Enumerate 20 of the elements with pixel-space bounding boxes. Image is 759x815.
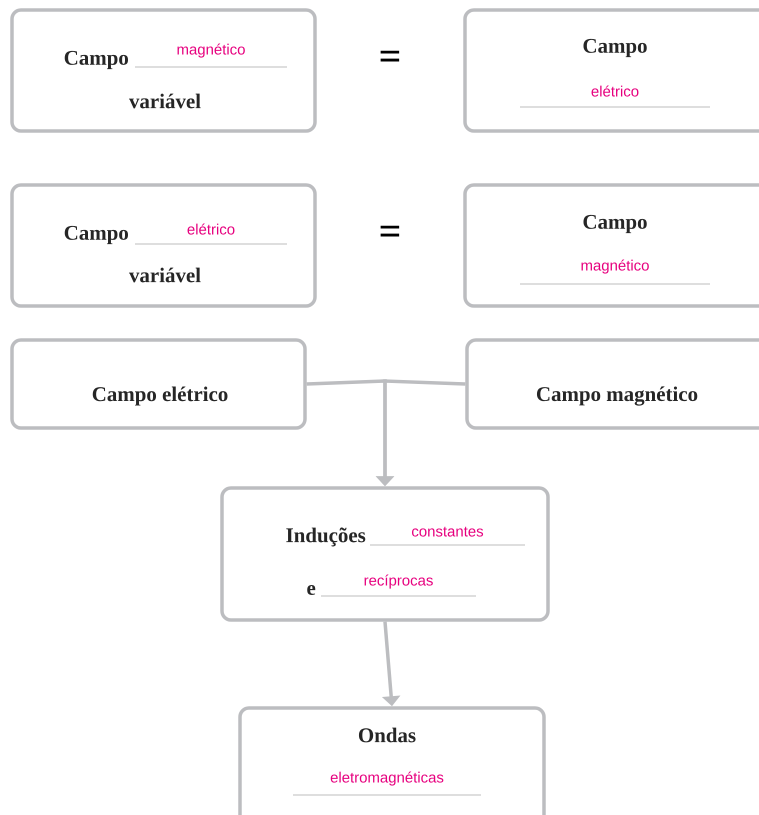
equals-sign: = (380, 226, 400, 236)
box-label: Ondas (358, 728, 416, 742)
box-label: variável (128, 268, 201, 282)
box-label: Campo (583, 214, 647, 234)
box-label: e (307, 584, 316, 596)
box-label: variável (128, 94, 201, 108)
equals-sign: = (380, 50, 400, 62)
box-label: Campo magnético (536, 386, 698, 406)
box-label: Induções (286, 528, 366, 546)
box-label: Campo (583, 38, 647, 58)
answer-blank: magnético (134, 44, 288, 68)
box-label: Campo elétrico (92, 386, 228, 406)
answer-blank: elétrico (134, 223, 288, 244)
box-label: Campo (64, 226, 128, 244)
answer-blank: eletromagnéticas (292, 772, 482, 796)
answer-blank: recíprocas (320, 574, 476, 596)
answer-blank: magnético (520, 260, 710, 284)
answer-blank: constantes (370, 526, 526, 546)
box-label: Campo (64, 50, 128, 70)
answer-blank: elétrico (520, 85, 710, 108)
